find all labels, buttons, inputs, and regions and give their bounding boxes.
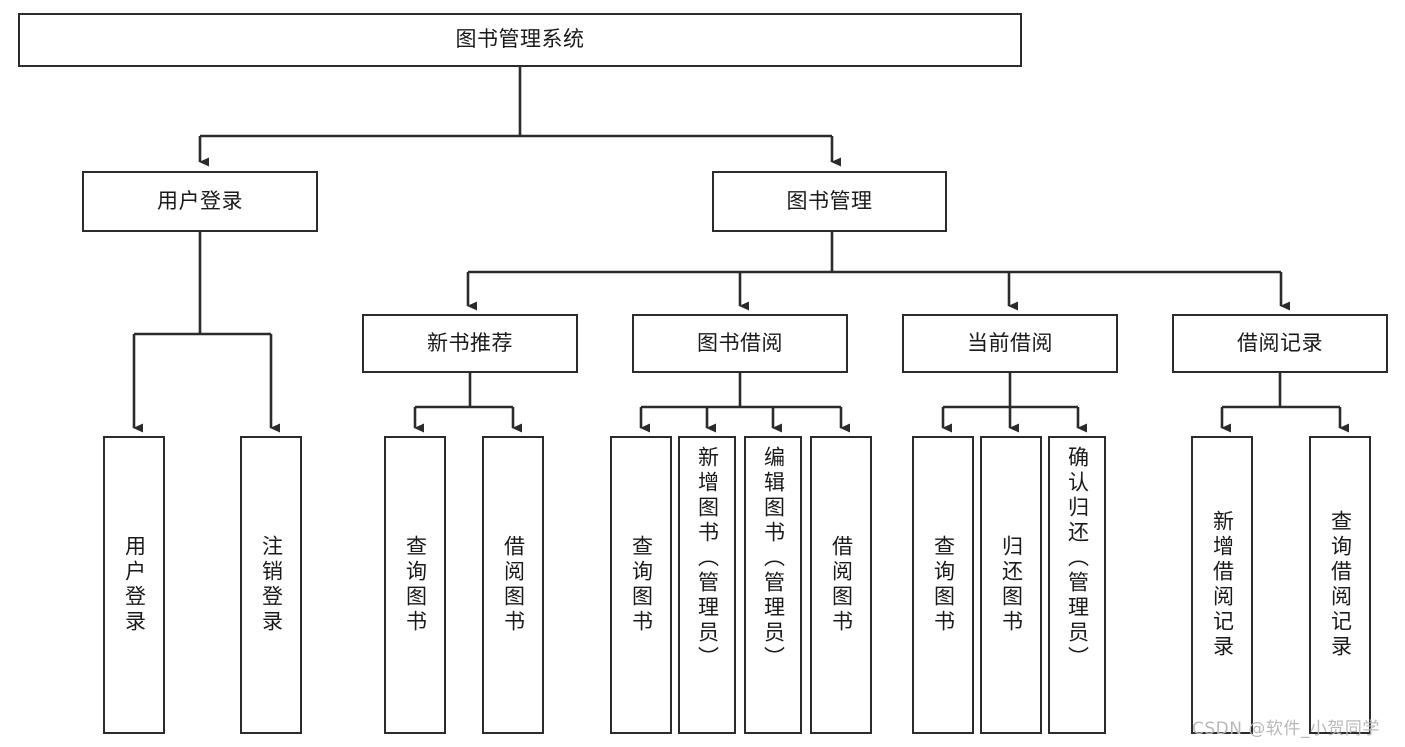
node-label: 新书推荐	[427, 330, 513, 355]
node-current-borrow[interactable]: 当前借阅	[902, 314, 1118, 373]
leaf-query-book-current[interactable]: 查询图书	[912, 436, 974, 734]
watermark: CSDN @软件_小贺同学	[1192, 719, 1380, 739]
leaf-user-login[interactable]: 用户登录	[103, 436, 165, 734]
leaf-edit-book-admin[interactable]: 编辑图书（管理员）	[744, 436, 802, 734]
leaf-borrow-book[interactable]: 借阅图书	[810, 436, 872, 734]
node-borrow-record[interactable]: 借阅记录	[1172, 314, 1388, 373]
node-label: 图书借阅	[697, 330, 783, 355]
leaf-borrow-book-recommend[interactable]: 借阅图书	[482, 436, 544, 734]
node-label: 新增借阅记录	[1210, 510, 1235, 660]
leaf-query-borrow-record[interactable]: 查询借阅记录	[1309, 436, 1371, 734]
node-user-login[interactable]: 用户登录	[82, 171, 318, 232]
node-label: 借阅图书	[501, 535, 526, 635]
leaf-return-book[interactable]: 归还图书	[980, 436, 1042, 734]
node-label: 借阅图书	[829, 535, 854, 635]
leaf-logout[interactable]: 注销登录	[240, 436, 302, 734]
node-book-management[interactable]: 图书管理	[712, 171, 947, 232]
node-label: 图书管理系统	[455, 27, 585, 52]
leaf-query-book-borrow[interactable]: 查询图书	[610, 436, 672, 734]
node-book-borrow[interactable]: 图书借阅	[632, 314, 848, 373]
leaf-query-book-recommend[interactable]: 查询图书	[384, 436, 446, 734]
node-label: 用户登录	[122, 535, 147, 635]
leaf-add-borrow-record[interactable]: 新增借阅记录	[1191, 436, 1253, 734]
node-new-book-recommend[interactable]: 新书推荐	[362, 314, 578, 373]
node-label: 归还图书	[999, 535, 1024, 635]
node-root-system[interactable]: 图书管理系统	[18, 13, 1022, 67]
node-label: 查询借阅记录	[1328, 510, 1353, 660]
node-label: 查询图书	[931, 535, 956, 635]
node-label: 编辑图书（管理员）	[761, 446, 786, 671]
node-label: 新增图书（管理员）	[695, 446, 720, 671]
leaf-confirm-return-admin[interactable]: 确认归还（管理员）	[1048, 436, 1106, 734]
node-label: 确认归还（管理员）	[1065, 446, 1090, 671]
node-label: 借阅记录	[1237, 330, 1323, 355]
leaf-add-book-admin[interactable]: 新增图书（管理员）	[678, 436, 736, 734]
node-label: 当前借阅	[967, 330, 1053, 355]
node-label: 查询图书	[403, 535, 428, 635]
node-label: 用户登录	[157, 188, 243, 213]
node-label: 注销登录	[259, 535, 284, 635]
node-label: 图书管理	[786, 188, 873, 213]
node-label: 查询图书	[629, 535, 654, 635]
